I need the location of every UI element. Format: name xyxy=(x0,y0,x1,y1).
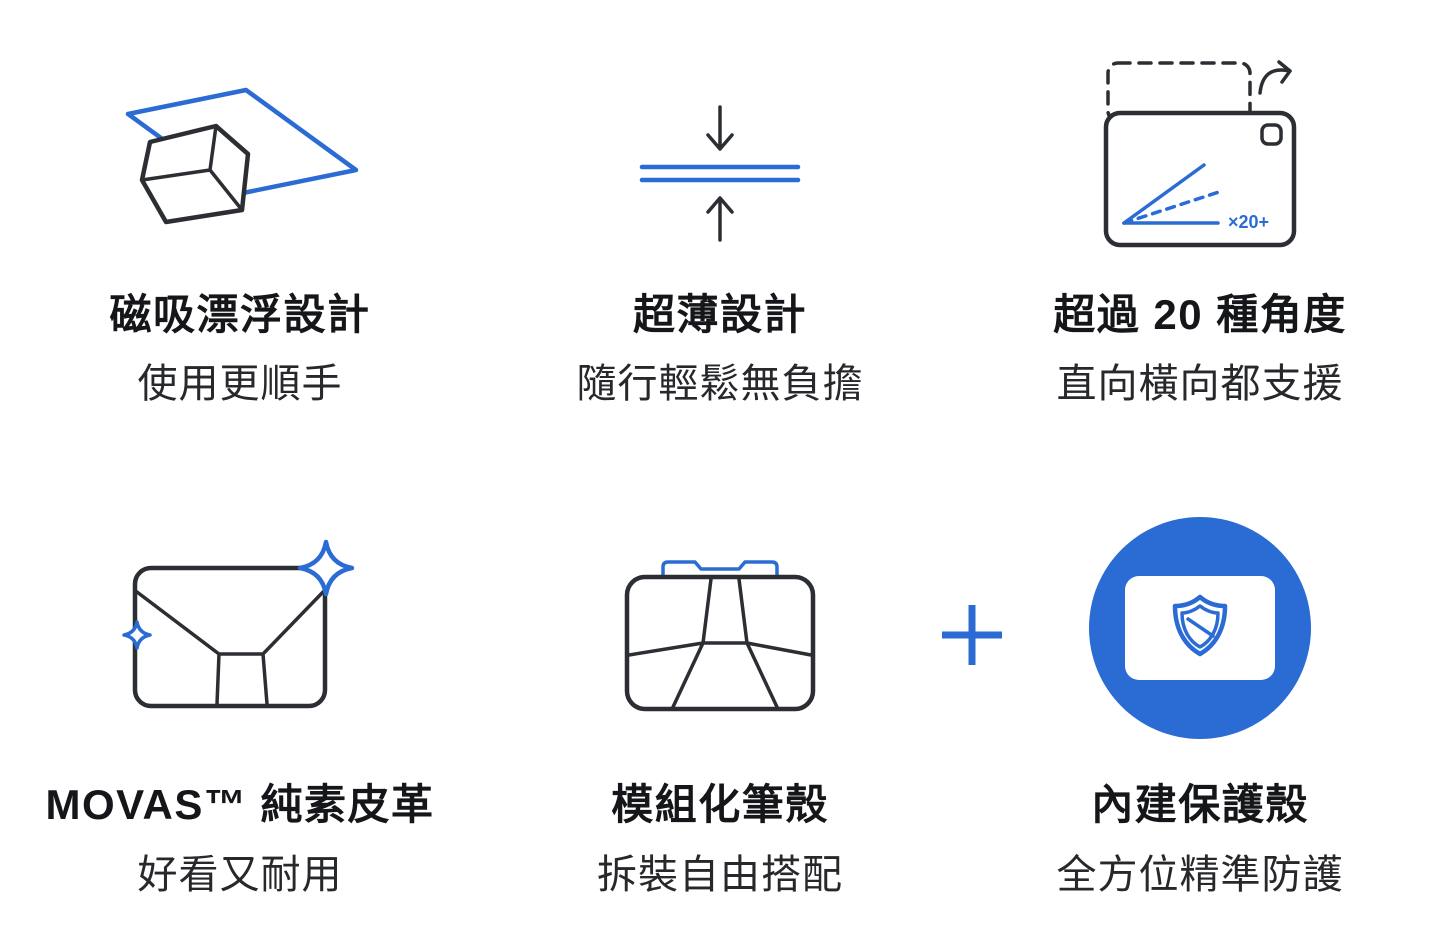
sparkle-large-icon xyxy=(297,540,355,597)
built-in-shield-case-icon xyxy=(1089,517,1311,740)
feature-subtitle: 直向橫向都支援 xyxy=(1056,362,1344,407)
plus-connector xyxy=(938,601,1006,669)
fold-crease-lines xyxy=(627,577,813,710)
magnetic-float-icon-area xyxy=(120,50,360,250)
feature-multi-angle: ×20+ 超過 20 種角度 直向橫向都支援 xyxy=(960,50,1440,408)
shield-slash-line xyxy=(1186,617,1215,639)
plus-icon xyxy=(942,605,1002,665)
feature-row-bottom: MOVAS™ 純素皮革 好看又耐用 模組化筆殼 拆裝自由搭配 xyxy=(0,458,1440,898)
rotate-arrow-icon xyxy=(1258,60,1292,95)
feature-row-top: 磁吸漂浮設計 使用更順手 超薄設計 隨行輕鬆無負擔 xyxy=(0,0,1440,408)
feature-subtitle: 全方位精準防護 xyxy=(1056,852,1344,897)
shield-inner-icon xyxy=(1180,604,1220,650)
modular-pen-case-icon-area xyxy=(615,508,825,740)
feature-subtitle: 使用更順手 xyxy=(137,362,343,407)
feature-ultra-thin: 超薄設計 隨行輕鬆無負擔 xyxy=(480,50,960,408)
feature-title: 模組化筆殼 xyxy=(611,781,829,829)
built-in-case-icon-area xyxy=(1088,508,1312,740)
angle-count-label: ×20+ xyxy=(1228,212,1269,232)
folded-stand-shape xyxy=(139,123,251,225)
feature-title: MOVAS™ 純素皮革 xyxy=(45,781,435,829)
camera-icon xyxy=(1260,123,1283,146)
fold-crease-lines xyxy=(135,590,325,707)
stand-fold-lines xyxy=(140,124,244,212)
feature-modular-pen-case: 模組化筆殼 拆裝自由搭配 xyxy=(480,508,960,898)
ultra-thin-icon-area xyxy=(639,50,801,250)
angle-upper-line xyxy=(1122,163,1206,225)
multi-angle-icon: ×20+ xyxy=(1103,60,1297,248)
ultra-thin-icon xyxy=(639,105,801,242)
case-back xyxy=(132,566,328,709)
feature-title: 超薄設計 xyxy=(632,291,807,338)
multi-angle-icon-area: ×20+ xyxy=(1100,50,1300,250)
pen-holder-clip xyxy=(661,560,779,582)
feature-movas-leather: MOVAS™ 純素皮革 好看又耐用 xyxy=(0,508,480,898)
feature-title: 內建保護殼 xyxy=(1091,781,1309,829)
modular-pen-case-icon xyxy=(624,560,816,712)
vegan-leather-icon-area xyxy=(121,508,359,740)
feature-subtitle: 拆裝自由搭配 xyxy=(597,852,843,897)
feature-title: 磁吸漂浮設計 xyxy=(109,291,371,338)
vegan-leather-sparkle-icon xyxy=(122,540,355,709)
feature-subtitle: 隨行輕鬆無負擔 xyxy=(576,362,864,407)
arrow-down-icon xyxy=(706,105,734,151)
arrow-up-icon xyxy=(706,196,734,242)
sparkle-small-icon xyxy=(122,620,152,651)
feature-built-in-case: 內建保護殼 全方位精準防護 xyxy=(960,508,1440,898)
feature-magnetic-float: 磁吸漂浮設計 使用更順手 xyxy=(0,50,480,408)
feature-subtitle: 好看又耐用 xyxy=(137,852,343,897)
feature-title: 超過 20 種角度 xyxy=(1053,291,1347,338)
angle-mid-dashed-line xyxy=(1122,189,1224,225)
shield-outer-icon xyxy=(1172,595,1228,657)
magnetic-float-icon xyxy=(125,87,359,225)
